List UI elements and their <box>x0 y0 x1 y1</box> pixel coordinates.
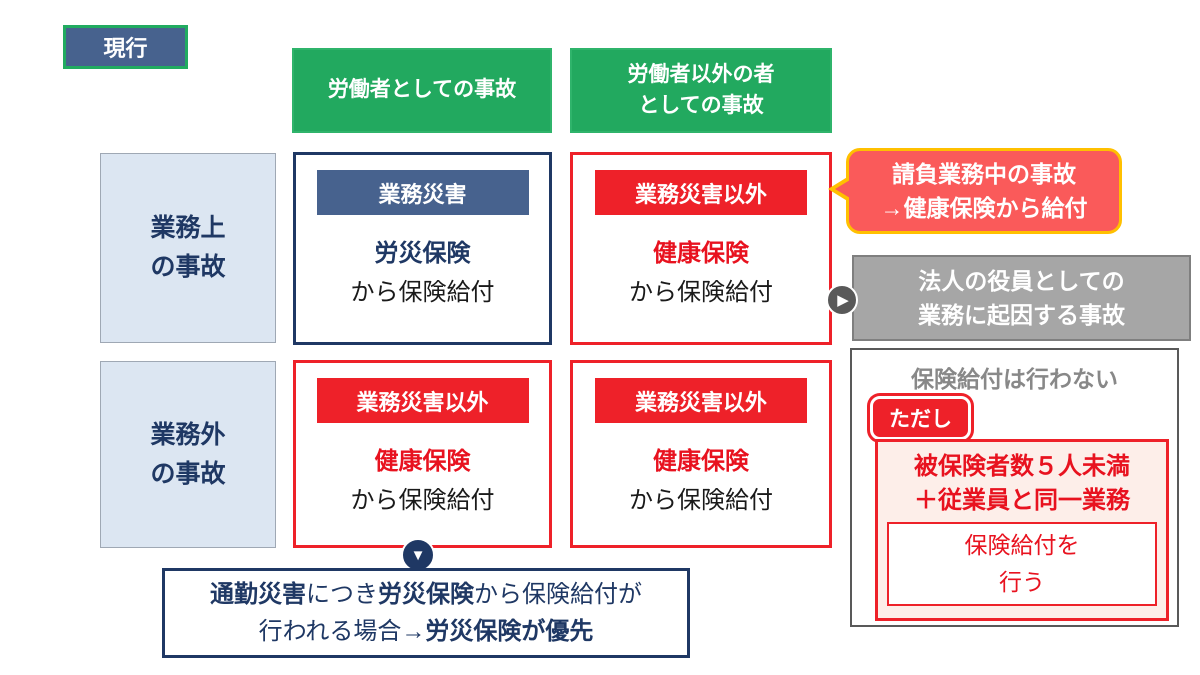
exception-condition-box: 被保険者数５人未満 ＋従業員と同一業務 保険給付を 行う <box>875 439 1169 621</box>
exception-result-box: 保険給付を 行う <box>887 522 1157 607</box>
insurance-suffix: から保険給付 <box>350 279 495 306</box>
column-header-worker: 労働者としての事故 <box>292 48 552 133</box>
commute-note-line1: 通勤災害につき労災保険から保険給付が <box>210 576 642 613</box>
insurance-name: 健康保険 <box>374 448 471 475</box>
column-header-non-worker-line2: としての事故 <box>638 93 764 117</box>
cell-header-chip: 業務災害以外 <box>595 170 807 215</box>
commute-note-line2: 行われる場合→労災保険が優先 <box>259 613 594 650</box>
current-system-label: 現行 <box>103 36 148 61</box>
commute-note-text1: につき <box>306 580 378 608</box>
cell-off-duty-worker: 業務災害以外 健康保険 から保険給付 <box>293 360 552 548</box>
cell-header-chip: 業務災害以外 <box>595 378 807 423</box>
commute-note-bold3: 労災保険が優先 <box>425 618 594 645</box>
commute-note-bold2: 労災保険 <box>378 580 474 608</box>
officer-accident-line1: 法人の役員としての <box>918 267 1125 294</box>
current-system-badge: 現行 <box>63 25 188 69</box>
cell-header-chip: 業務災害 <box>316 170 529 215</box>
contract-work-callout-line1: 請負業務中の事故 <box>892 160 1076 187</box>
down-arrow-icon: ▼ <box>401 538 435 572</box>
callout-tail-fill-icon <box>835 180 850 198</box>
row-label-on-duty-line1: 業務上 <box>150 214 226 243</box>
no-benefit-rule-box: 保険給付は行わない ただし 被保険者数５人未満 ＋従業員と同一業務 保険給付を … <box>850 348 1179 627</box>
officer-accident-line2: 業務に起因する事故 <box>918 302 1125 328</box>
row-label-off-duty: 業務外 の事故 <box>100 361 276 548</box>
down-arrow-glyph: ▼ <box>410 546 426 564</box>
commute-note-text2: から保険給付が <box>474 580 642 608</box>
exception-result-line2: 行う <box>999 569 1045 596</box>
commute-note-text3: 行われる場合→ <box>258 618 426 645</box>
insurance-suffix: から保険給付 <box>629 487 773 514</box>
insurance-name: 健康保険 <box>653 448 749 475</box>
exception-condition-line2: ＋従業員と同一業務 <box>914 486 1130 514</box>
contract-work-callout: 請負業務中の事故 →健康保険から給付 <box>828 148 1122 234</box>
insurance-suffix: から保険給付 <box>629 279 773 306</box>
insurance-name: 労災保険 <box>374 240 471 267</box>
insurance-name: 健康保険 <box>653 240 749 267</box>
exception-condition-line1: 被保険者数５人未満 <box>914 453 1130 480</box>
cell-header-chip: 業務災害以外 <box>316 378 529 423</box>
exception-condition-text: 被保険者数５人未満 ＋従業員と同一業務 <box>914 450 1130 517</box>
column-header-non-worker-line1: 労働者以外の者 <box>627 63 775 87</box>
column-header-non-worker: 労働者以外の者 としての事故 <box>570 48 832 133</box>
commute-note-bold1: 通勤災害 <box>210 580 306 608</box>
commute-accident-note: 通勤災害につき労災保険から保険給付が 行われる場合→労災保険が優先 <box>162 568 690 658</box>
cell-off-duty-non-worker: 業務災害以外 健康保険 から保険給付 <box>570 360 832 548</box>
cell-on-duty-non-worker: 業務災害以外 健康保険 から保険給付 <box>570 152 832 345</box>
contract-work-callout-line2: →健康保険から給付 <box>880 195 1088 221</box>
row-label-on-duty: 業務上 の事故 <box>100 153 276 343</box>
insurance-suffix: から保険給付 <box>350 487 495 514</box>
right-arrow-icon: ▶ <box>826 284 858 316</box>
right-arrow-glyph: ▶ <box>837 292 849 309</box>
column-header-worker-label: 労働者としての事故 <box>327 78 517 102</box>
however-badge: ただし <box>870 396 971 440</box>
exception-result-line1: 保険給付を <box>964 532 1080 559</box>
officer-accident-box: 法人の役員としての 業務に起因する事故 <box>852 255 1191 341</box>
row-label-off-duty-line2: の事故 <box>150 459 226 488</box>
row-label-on-duty-line2: の事故 <box>150 253 226 281</box>
cell-on-duty-worker: 業務災害 労災保険 から保険給付 <box>293 152 552 345</box>
row-label-off-duty-line1: 業務外 <box>150 420 226 449</box>
no-benefit-title: 保険給付は行わない <box>911 366 1118 392</box>
